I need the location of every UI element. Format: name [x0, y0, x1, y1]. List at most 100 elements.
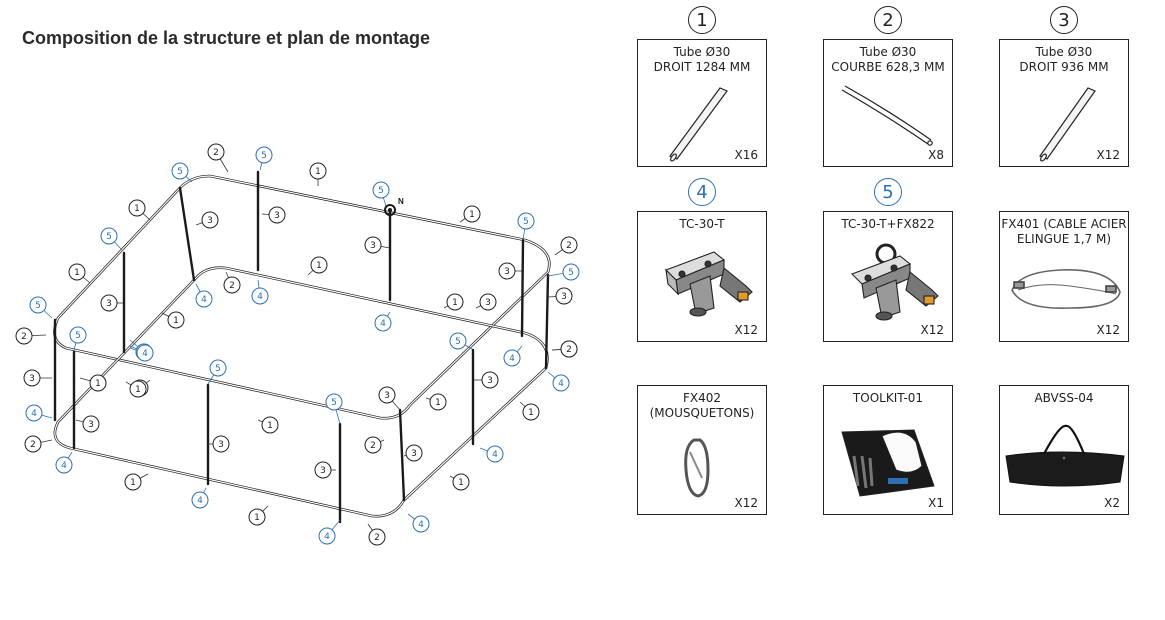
callout-circle — [429, 393, 447, 411]
diagram-callout: 2 — [24, 435, 42, 453]
diagram-callout: 1 — [452, 473, 470, 491]
callout-circle — [128, 199, 146, 217]
part-name: TC-30-T+FX822 — [841, 217, 935, 231]
diagram-callout: 1 — [124, 473, 142, 491]
assembly-diagram: 2551153315253351244152431334151243141253… — [15, 143, 580, 546]
callout-number: 3 — [384, 391, 390, 401]
diagram-callout: 3 — [201, 211, 219, 229]
callout-circle — [23, 369, 41, 387]
diagram-callout: 5 — [517, 212, 535, 230]
diagram-callout: 4 — [486, 445, 504, 463]
callout-circle — [136, 344, 154, 362]
diagram-callout: 3 — [481, 371, 499, 389]
diagram-callout: 4 — [374, 314, 392, 332]
diagram-callout: 2 — [364, 436, 382, 454]
diagram-callout: 1 — [167, 311, 185, 329]
callout-number: 4 — [61, 461, 67, 471]
callout-circle — [248, 508, 266, 526]
diagram-callout: 1 — [248, 508, 266, 526]
callout-circle — [124, 473, 142, 491]
callout-circle — [378, 386, 396, 404]
callout-circle — [201, 211, 219, 229]
callout-circle — [25, 404, 43, 422]
callout-number: 1 — [469, 210, 475, 220]
diagram-callout: 5 — [29, 296, 47, 314]
callout-circle — [412, 515, 430, 533]
callout-circle — [223, 276, 241, 294]
callout-number: 2 — [370, 441, 376, 451]
part-name: TOOLKIT-01 — [852, 391, 924, 405]
diagram-callout: 2 — [223, 276, 241, 294]
callout-circle — [481, 371, 499, 389]
callout-number: 2 — [21, 332, 27, 342]
callout-circle — [129, 380, 147, 398]
diagram-callout: 4 — [503, 349, 521, 367]
diagram-callout: 1 — [129, 380, 147, 398]
callout-number: 1 — [452, 298, 458, 308]
part-number-badge: 3 — [1050, 6, 1078, 34]
diagram-callout: 3 — [555, 287, 573, 305]
callout-circle — [82, 415, 100, 433]
frame-post — [544, 273, 550, 370]
diagram-callout: 1 — [89, 374, 107, 392]
part-name: Tube Ø30 DROIT 936 MM — [1019, 45, 1109, 74]
callout-number: 2 — [30, 440, 36, 450]
diagram-callout: 1 — [446, 293, 464, 311]
callout-circle — [463, 205, 481, 223]
callout-number: 3 — [504, 267, 510, 277]
callout-circle — [372, 181, 390, 199]
callout-number: 4 — [558, 379, 564, 389]
diagram-callout: 1 — [310, 256, 328, 274]
diagram-callout: 2 — [560, 340, 578, 358]
callout-number: 3 — [106, 299, 112, 309]
callout-circle — [261, 416, 279, 434]
frame-post — [520, 238, 525, 338]
callout-circle — [100, 294, 118, 312]
callout-circle — [251, 287, 269, 305]
callout-circle — [552, 374, 570, 392]
diagram-callout: 5 — [255, 146, 273, 164]
part-card: Tube Ø30 DROIT 936 MM X12 — [999, 39, 1129, 167]
diagram-callout: 3 — [405, 444, 423, 462]
diagram-callout: 3 — [378, 386, 396, 404]
diagram-callout: 3 — [82, 415, 100, 433]
callout-circle — [555, 287, 573, 305]
callout-circle — [562, 263, 580, 281]
callout-number: 5 — [261, 151, 267, 161]
callout-circle — [167, 311, 185, 329]
diagram-callout: 1 — [309, 162, 327, 180]
callout-circle — [24, 435, 42, 453]
callout-number: 4 — [257, 292, 263, 302]
part-quantity: X12 — [1096, 148, 1121, 162]
callout-circle — [55, 456, 73, 474]
callout-circle — [310, 256, 328, 274]
callout-number: 2 — [566, 345, 572, 355]
diagram-callout: 1 — [261, 416, 279, 434]
diagram-callout: 3 — [268, 206, 286, 224]
callout-number: 3 — [29, 374, 35, 384]
callout-circle — [314, 461, 332, 479]
callout-number: 4 — [418, 520, 424, 530]
diagram-callout: 3 — [314, 461, 332, 479]
callout-number: 1 — [95, 379, 101, 389]
part-name: ABVSS-04 — [1034, 391, 1094, 405]
callout-circle — [368, 528, 386, 546]
callout-number: 5 — [523, 217, 529, 227]
callout-number: 1 — [130, 478, 136, 488]
callout-circle — [364, 236, 382, 254]
callout-number: 1 — [316, 261, 322, 271]
part-number-badge: 4 — [688, 178, 716, 206]
callout-number: 5 — [35, 301, 41, 311]
frame-post — [178, 186, 196, 282]
north-marker: N — [384, 197, 404, 216]
callout-circle — [486, 445, 504, 463]
diagram-callout: 4 — [25, 404, 43, 422]
diagram-callout: 5 — [171, 162, 189, 180]
callout-circle — [212, 435, 230, 453]
callout-number: 3 — [411, 449, 417, 459]
